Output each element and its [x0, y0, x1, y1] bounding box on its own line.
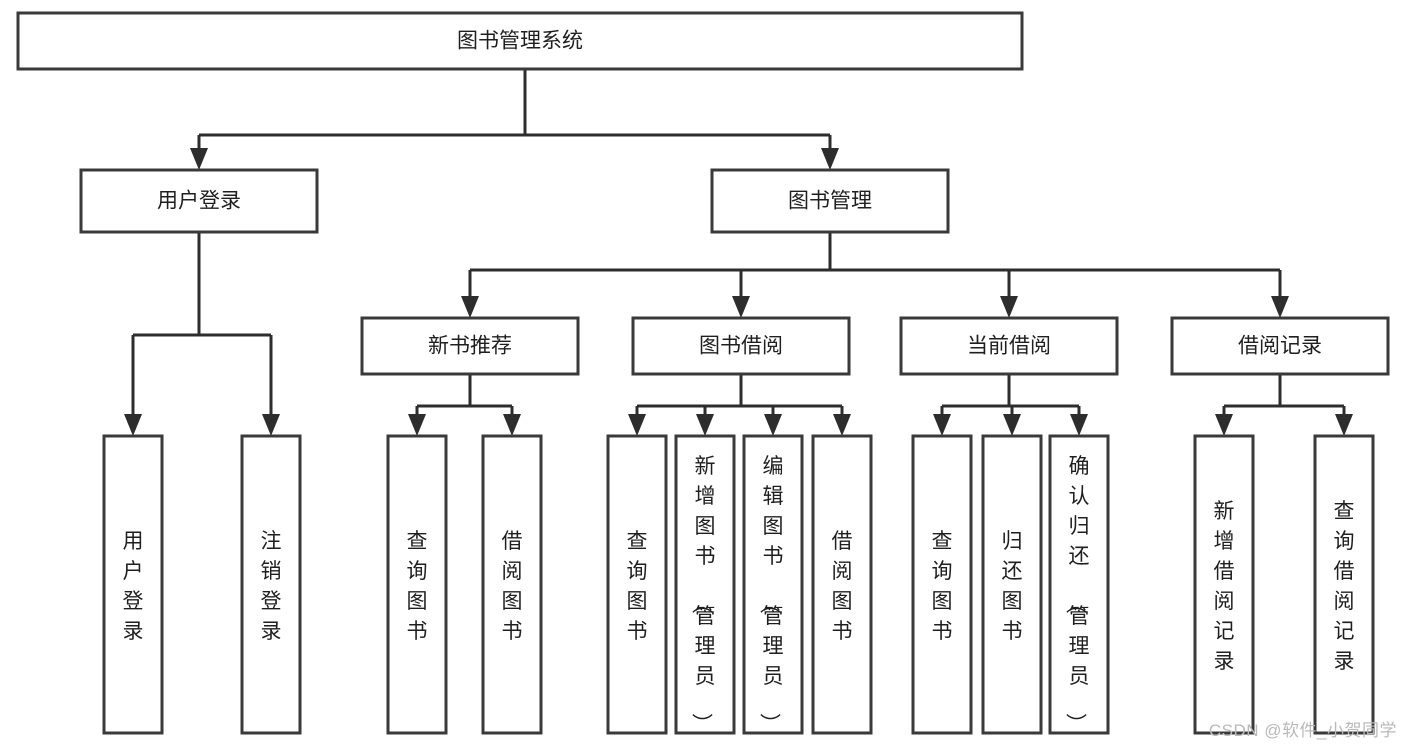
node-label-newbook: 新书推荐 [428, 335, 512, 358]
node-leaf-return-book[interactable]: 归还图书 [981, 434, 1043, 735]
node-label-leaf-edit-book: 编辑图书（管理员） [758, 455, 784, 734]
node-label-borrow: 图书借阅 [699, 335, 783, 358]
node-login[interactable]: 用户登录 [79, 168, 319, 234]
node-box-leaf-edit-book [742, 434, 804, 735]
node-layer: 图书管理系统用户登录图书管理新书推荐图书借阅当前借阅借阅记录用户登录注销登录查询… [16, 11, 1390, 735]
node-box-leaf-confirm-return [1048, 434, 1110, 735]
node-box-leaf-borrow-book-1 [481, 434, 543, 735]
node-leaf-borrow-book-1[interactable]: 借阅图书 [481, 434, 543, 735]
node-box-leaf-add-book [674, 434, 736, 735]
node-label-leaf-user-logout: 注销登录 [261, 530, 282, 643]
node-label-current: 当前借阅 [967, 335, 1051, 358]
node-box-leaf-add-record [1193, 434, 1255, 735]
node-box-leaf-query-book-1 [386, 434, 448, 735]
node-leaf-query-book-1[interactable]: 查询图书 [386, 434, 448, 735]
csdn-watermark: CSDN @软件_小贺同学 [1208, 721, 1397, 740]
node-label-leaf-borrow-book-2: 借阅图书 [832, 530, 853, 643]
connector-layer [124, 69, 1353, 436]
node-box-leaf-query-record [1313, 434, 1375, 735]
node-leaf-borrow-book-2[interactable]: 借阅图书 [811, 434, 873, 735]
node-root[interactable]: 图书管理系统 [16, 11, 1024, 71]
node-newbook[interactable]: 新书推荐 [360, 316, 580, 376]
node-label-leaf-user-login: 用户登录 [123, 530, 144, 643]
node-label-root: 图书管理系统 [457, 30, 583, 53]
node-box-login [79, 168, 319, 234]
node-leaf-query-book-2[interactable]: 查询图书 [606, 434, 668, 735]
node-records[interactable]: 借阅记录 [1170, 316, 1390, 376]
node-label-leaf-borrow-book-1: 借阅图书 [502, 530, 523, 643]
node-borrow[interactable]: 图书借阅 [631, 316, 851, 376]
node-leaf-user-logout[interactable]: 注销登录 [240, 434, 302, 735]
node-bookmgmt[interactable]: 图书管理 [710, 168, 950, 234]
node-label-leaf-add-record: 新增借阅记录 [1214, 500, 1235, 673]
node-leaf-edit-book[interactable]: 编辑图书（管理员） [742, 434, 804, 735]
node-box-leaf-user-login [102, 434, 164, 735]
node-box-leaf-query-book-3 [911, 434, 973, 735]
node-box-records [1170, 316, 1390, 376]
node-label-records: 借阅记录 [1238, 335, 1322, 358]
node-label-leaf-query-book-1: 查询图书 [407, 530, 428, 643]
node-leaf-query-record[interactable]: 查询借阅记录 [1313, 434, 1375, 735]
node-box-leaf-query-book-2 [606, 434, 668, 735]
node-label-leaf-query-record: 查询借阅记录 [1334, 500, 1355, 673]
node-current[interactable]: 当前借阅 [899, 316, 1119, 376]
node-leaf-user-login[interactable]: 用户登录 [102, 434, 164, 735]
node-label-leaf-query-book-3: 查询图书 [932, 530, 953, 643]
node-leaf-add-book[interactable]: 新增图书（管理员） [674, 434, 736, 735]
node-box-borrow [631, 316, 851, 376]
node-label-leaf-query-book-2: 查询图书 [627, 530, 648, 643]
node-box-leaf-return-book [981, 434, 1043, 735]
node-label-bookmgmt: 图书管理 [788, 190, 872, 213]
node-box-newbook [360, 316, 580, 376]
node-box-root [16, 11, 1024, 71]
node-box-leaf-user-logout [240, 434, 302, 735]
node-box-bookmgmt [710, 168, 950, 234]
node-leaf-add-record[interactable]: 新增借阅记录 [1193, 434, 1255, 735]
node-leaf-confirm-return[interactable]: 确认归还（管理员） [1048, 434, 1110, 735]
node-label-leaf-confirm-return: 确认归还（管理员） [1064, 455, 1090, 734]
node-label-leaf-return-book: 归还图书 [1002, 530, 1023, 643]
node-box-current [899, 316, 1119, 376]
node-label-leaf-add-book: 新增图书（管理员） [690, 455, 716, 734]
node-leaf-query-book-3[interactable]: 查询图书 [911, 434, 973, 735]
node-box-leaf-borrow-book-2 [811, 434, 873, 735]
node-label-login: 用户登录 [157, 190, 241, 213]
